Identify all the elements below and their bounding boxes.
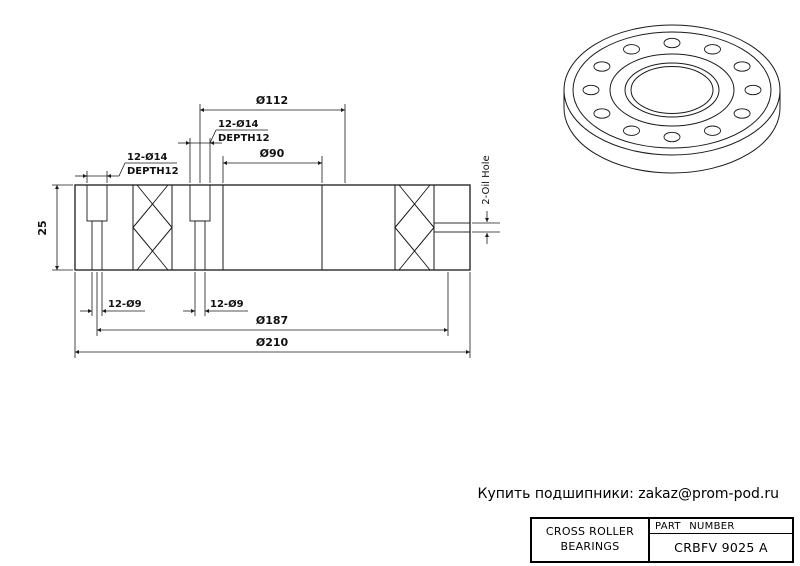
bore-edge	[630, 66, 714, 114]
oil-hole	[433, 222, 471, 233]
dim-holes14-right: 12-Ø14	[218, 118, 259, 130]
dim-oil-hole: 2-Oil Hole	[481, 155, 492, 204]
company-name-line2: BEARINGS	[560, 540, 620, 553]
part-number-cell: PART NUMBER CRBFV 9025 A	[650, 519, 792, 561]
dim-d112: Ø112	[256, 94, 288, 107]
dim-holes9-right: 12-Ø9	[210, 298, 244, 310]
roller-right	[394, 203, 435, 252]
through-hole-outer	[91, 220, 103, 271]
section-view	[74, 184, 471, 271]
counterbore-hole-outer	[86, 184, 108, 222]
bore	[222, 184, 323, 271]
dimension-lines	[52, 104, 500, 358]
part-number-value: CRBFV 9025 A	[674, 540, 768, 555]
counterbore-hole-inner	[189, 184, 211, 222]
dim-holes14-left: 12-Ø14	[127, 151, 168, 163]
outer-ring-chamfer	[572, 31, 772, 149]
dim-d210: Ø210	[256, 336, 289, 349]
dim-d90: Ø90	[260, 147, 285, 160]
dim-depth12-right: DEPTH12	[218, 133, 270, 144]
company-name: CROSS ROLLER BEARINGS	[532, 519, 650, 561]
contact-line: Купить подшипники: zakaz@prom-pod.ru	[477, 486, 780, 502]
iso-view	[563, 24, 781, 174]
ring-bottom-edge	[563, 107, 781, 174]
through-hole-inner	[194, 220, 206, 271]
bore-chamfer	[624, 62, 720, 118]
company-name-line1: CROSS ROLLER	[545, 525, 635, 539]
section-outline	[74, 184, 471, 271]
title-block: CROSS ROLLER BEARINGS PART NUMBER CRBFV …	[530, 517, 794, 563]
bolt-holes	[582, 37, 762, 143]
roller-left	[132, 203, 173, 252]
outer-ring-top-edge	[563, 24, 781, 156]
dim-depth12-left: DEPTH12	[127, 166, 179, 177]
bearing-technical-drawing: Ø112 12-Ø14 DEPTH12 12-Ø14 DEPTH12 Ø90 2…	[36, 24, 781, 358]
inner-ring-edge	[609, 53, 735, 127]
dim-height-25: 25	[36, 220, 49, 235]
dim-holes9-left: 12-Ø9	[108, 298, 142, 310]
dim-d187: Ø187	[256, 314, 288, 327]
part-number-label: PART NUMBER	[650, 519, 792, 534]
